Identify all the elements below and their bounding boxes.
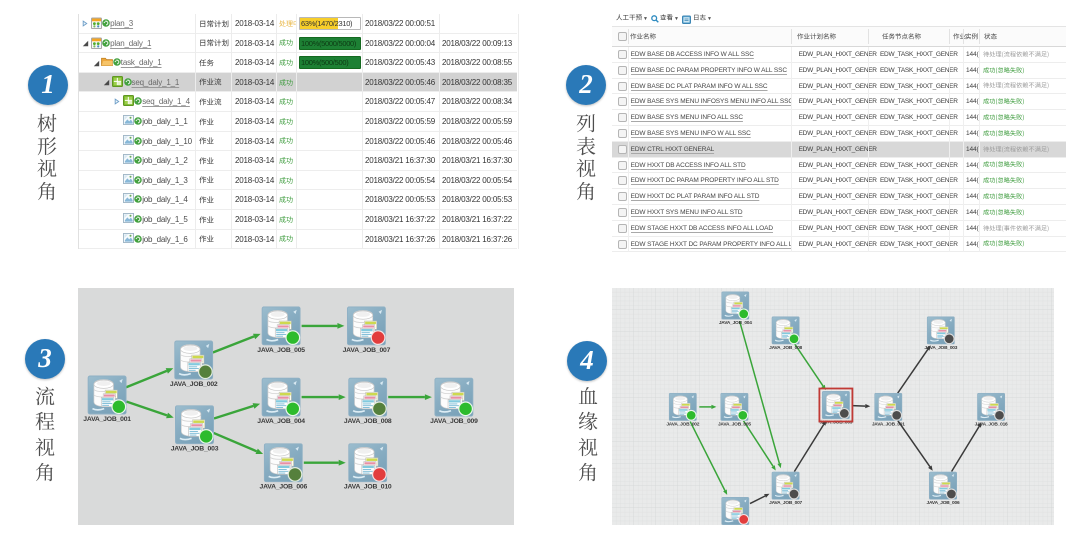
svg-text:JAVA_JOB_016: JAVA_JOB_016 (975, 422, 1008, 428)
svg-text:JAVA_JOB_002: JAVA_JOB_002 (170, 381, 218, 388)
svg-text:JAVA_JOB_003: JAVA_JOB_003 (924, 345, 957, 351)
svg-text:JAVA_JOB_008: JAVA_JOB_008 (769, 345, 802, 351)
svg-text:JAVA_JOB_002: JAVA_JOB_002 (666, 422, 699, 428)
svg-text:JAVA_JOB_005: JAVA_JOB_005 (257, 347, 305, 354)
svg-text:JAVA_JOB_009: JAVA_JOB_009 (430, 418, 478, 425)
svg-text:JAVA_JOB_007: JAVA_JOB_007 (769, 500, 802, 506)
svg-text:JAVA_JOB_001: JAVA_JOB_001 (83, 416, 131, 423)
svg-text:JAVA_JOB_004: JAVA_JOB_004 (719, 320, 752, 326)
svg-text:JAVA_JOB_006: JAVA_JOB_006 (927, 500, 960, 506)
svg-text:JAVA_JOB_004: JAVA_JOB_004 (257, 418, 305, 425)
svg-text:JAVA_JOB_003: JAVA_JOB_003 (171, 446, 219, 453)
svg-text:JAVA_JOB_006: JAVA_JOB_006 (259, 484, 307, 491)
svg-text:JAVA_JOB_009: JAVA_JOB_009 (819, 420, 852, 426)
svg-text:JAVA_JOB_001: JAVA_JOB_001 (872, 422, 905, 428)
svg-text:JAVA_JOB_008: JAVA_JOB_008 (344, 418, 392, 425)
svg-text:JAVA_JOB_010: JAVA_JOB_010 (344, 484, 392, 491)
svg-text:JAVA_JOB_007: JAVA_JOB_007 (343, 347, 391, 354)
svg-text:JAVA_JOB_005: JAVA_JOB_005 (718, 422, 751, 428)
